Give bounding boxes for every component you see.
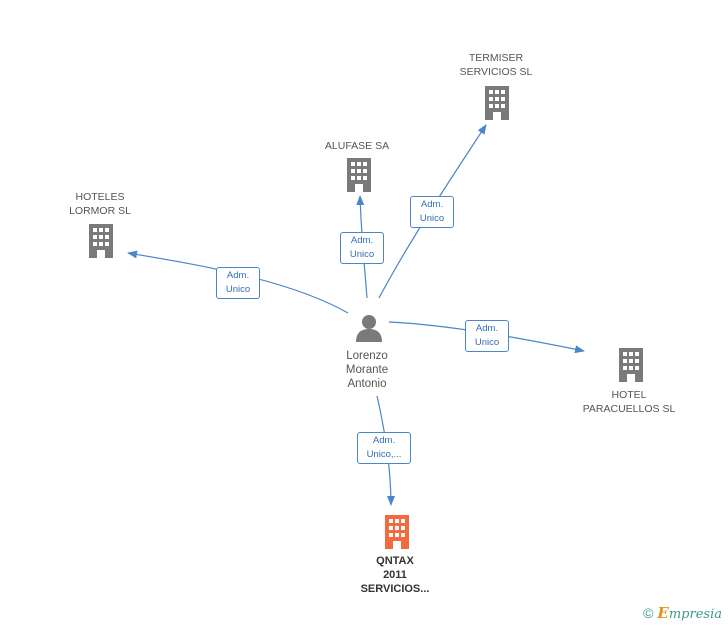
- node-label-hoteles-lormor[interactable]: HOTELES LORMOR SL: [69, 191, 131, 217]
- edge-label-to-termiser[interactable]: Adm. Unico: [410, 196, 454, 228]
- building-icon[interactable]: [344, 158, 374, 192]
- node-label-hotel-paracuellos[interactable]: HOTEL PARACUELLOS SL: [582, 389, 676, 415]
- person-icon[interactable]: [355, 314, 383, 342]
- edge-label-to-alufase[interactable]: Adm. Unico: [340, 232, 384, 264]
- footer-brand: © Empresia: [643, 604, 722, 622]
- building-icon[interactable]: [482, 86, 512, 120]
- node-label-person[interactable]: Lorenzo Morante Antonio: [345, 350, 389, 390]
- node-label-termiser[interactable]: TERMISER SERVICIOS SL: [459, 52, 533, 78]
- node-label-qntax[interactable]: QNTAX 2011 SERVICIOS...: [360, 555, 430, 595]
- copyright-symbol: ©: [643, 605, 654, 621]
- edge-label-to-hotel-paracuellos[interactable]: Adm. Unico: [465, 320, 509, 352]
- building-icon[interactable]: [382, 515, 412, 549]
- building-icon[interactable]: [86, 224, 116, 258]
- node-label-alufase[interactable]: ALUFASE SA: [324, 140, 390, 152]
- edge-label-to-hoteles-lormor[interactable]: Adm. Unico: [216, 267, 260, 299]
- building-icon[interactable]: [616, 348, 646, 382]
- empresia-logo[interactable]: Empresia: [657, 604, 722, 622]
- edge-label-to-qntax[interactable]: Adm. Unico,...: [357, 432, 411, 464]
